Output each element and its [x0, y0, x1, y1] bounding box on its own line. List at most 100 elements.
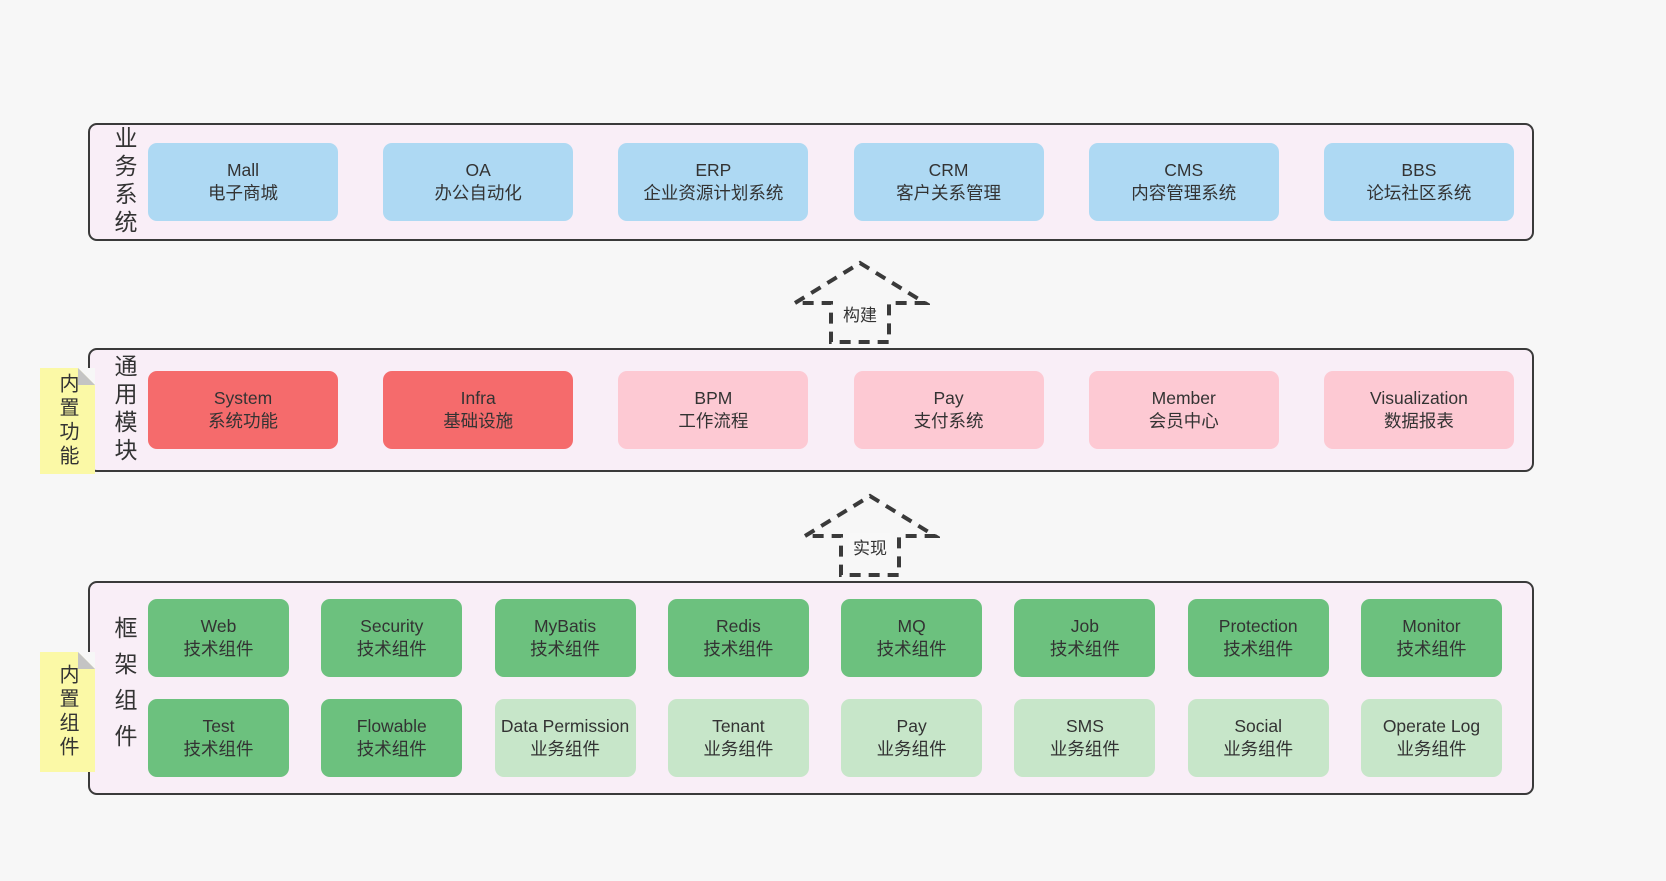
- module-box-operate-log: Operate Log 业务组件: [1360, 699, 1502, 777]
- module-title: BPM: [694, 387, 733, 408]
- module-box-infra: Infra 基础设施: [383, 371, 574, 449]
- module-subtitle: 业务组件: [530, 739, 601, 759]
- band-label-framework-components: 框架组件: [111, 616, 137, 760]
- module-subtitle: 技术组件: [1396, 639, 1467, 659]
- sticky-note-builtin-components: 内置组件: [40, 652, 95, 772]
- module-subtitle: 业务组件: [703, 739, 774, 759]
- module-subtitle: 企业资源计划系统: [643, 183, 784, 203]
- module-box-monitor: Monitor 技术组件: [1360, 599, 1502, 677]
- module-title: BBS: [1401, 159, 1437, 180]
- module-box-erp: ERP 企业资源计划系统: [618, 143, 809, 221]
- band-label-business-systems: 业务系统: [111, 126, 137, 238]
- module-box-system: System 系统功能: [148, 371, 338, 449]
- module-subtitle: 业务组件: [1223, 739, 1294, 759]
- module-subtitle: 客户关系管理: [896, 183, 1002, 203]
- module-title: Tenant: [712, 715, 765, 736]
- module-title: Security: [360, 615, 424, 636]
- band-label-common-modules: 通用模块: [111, 354, 137, 466]
- module-box-pay: Pay 支付系统: [853, 371, 1044, 449]
- module-title: MQ: [897, 615, 926, 636]
- module-title: CRM: [928, 159, 969, 180]
- module-subtitle: 基础设施: [443, 411, 514, 431]
- module-subtitle: 技术组件: [876, 639, 947, 659]
- arrow-label-implement: 实现: [849, 533, 891, 560]
- module-title: Pay: [933, 387, 964, 408]
- module-title: Member: [1151, 387, 1216, 408]
- module-box-redis: Redis 技术组件: [667, 599, 809, 677]
- module-box-mq: MQ 技术组件: [841, 599, 983, 677]
- module-box-social: Social 业务组件: [1187, 699, 1329, 777]
- sticky-note-builtin-features: 内置功能: [40, 368, 95, 474]
- dashed-up-arrow-build: 构建: [790, 256, 930, 346]
- module-subtitle: 论坛社区系统: [1366, 183, 1472, 203]
- module-box-crm: CRM 客户关系管理: [853, 143, 1044, 221]
- module-title: MyBatis: [533, 615, 597, 636]
- module-title: Infra: [460, 387, 496, 408]
- dashed-up-arrow-implement: 实现: [800, 489, 940, 579]
- band-common-modules: 通用模块 System 系统功能 Infra 基础设施 BPM 工作流程 Pay 支付系统 Me…: [88, 348, 1534, 472]
- module-subtitle: 系统功能: [208, 411, 278, 431]
- module-subtitle: 技术组件: [183, 739, 254, 759]
- module-title: Data Permission: [500, 715, 630, 736]
- module-title: Test: [202, 715, 235, 736]
- module-title: Monitor: [1402, 615, 1461, 636]
- module-subtitle: 数据报表: [1383, 411, 1454, 431]
- module-subtitle: 技术组件: [703, 639, 774, 659]
- module-subtitle: 技术组件: [356, 639, 427, 659]
- module-title: OA: [465, 159, 491, 180]
- module-box-cms: CMS 内容管理系统: [1088, 143, 1279, 221]
- module-subtitle: 会员中心: [1148, 411, 1219, 431]
- module-title: Flowable: [356, 715, 427, 736]
- module-title: System: [213, 387, 273, 408]
- module-title: Redis: [715, 615, 761, 636]
- module-box-member: Member 会员中心: [1088, 371, 1279, 449]
- module-title: Web: [200, 615, 237, 636]
- module-box-test: Test 技术组件: [148, 699, 289, 777]
- module-box-tenant: Tenant 业务组件: [667, 699, 809, 777]
- module-title: SMS: [1065, 715, 1104, 736]
- module-title: Job: [1070, 615, 1100, 636]
- arrow-label-build: 构建: [839, 300, 881, 327]
- module-subtitle: 技术组件: [183, 639, 254, 659]
- module-box-protection: Protection 技术组件: [1187, 599, 1329, 677]
- module-box-job: Job 技术组件: [1014, 599, 1156, 677]
- module-title: Protection: [1218, 615, 1298, 636]
- module-box-bpm: BPM 工作流程: [618, 371, 809, 449]
- module-box-flowable: Flowable 技术组件: [321, 699, 463, 777]
- module-box-sms: SMS 业务组件: [1014, 699, 1156, 777]
- module-subtitle: 技术组件: [1049, 639, 1120, 659]
- module-subtitle: 业务组件: [1396, 739, 1467, 759]
- module-title: Visualization: [1369, 387, 1468, 408]
- module-title: Operate Log: [1382, 715, 1481, 736]
- module-subtitle: 支付系统: [913, 411, 984, 431]
- module-title: ERP: [695, 159, 732, 180]
- module-box-oa: OA 办公自动化: [383, 143, 574, 221]
- module-title: Social: [1234, 715, 1283, 736]
- sticky-note-text: 内置组件: [56, 664, 78, 760]
- module-title: CMS: [1164, 159, 1204, 180]
- module-subtitle: 技术组件: [1223, 639, 1294, 659]
- module-box-data-permission: Data Permission 业务组件: [494, 699, 636, 777]
- band-rows: System 系统功能 Infra 基础设施 BPM 工作流程 Pay 支付系统 Member 会…: [148, 350, 1514, 470]
- module-subtitle: 内容管理系统: [1131, 183, 1237, 203]
- module-box-security: Security 技术组件: [321, 599, 463, 677]
- module-row: System 系统功能 Infra 基础设施 BPM 工作流程 Pay 支付系统 Member 会…: [148, 371, 1514, 449]
- module-box-visualization: Visualization 数据报表: [1323, 371, 1514, 449]
- module-subtitle: 技术组件: [356, 739, 427, 759]
- module-subtitle: 工作流程: [678, 411, 749, 431]
- module-title: Pay: [896, 715, 927, 736]
- sticky-note-text: 内置功能: [56, 373, 78, 469]
- module-title: Mall: [226, 159, 260, 180]
- module-subtitle: 办公自动化: [434, 183, 522, 203]
- module-subtitle: 业务组件: [1049, 739, 1120, 759]
